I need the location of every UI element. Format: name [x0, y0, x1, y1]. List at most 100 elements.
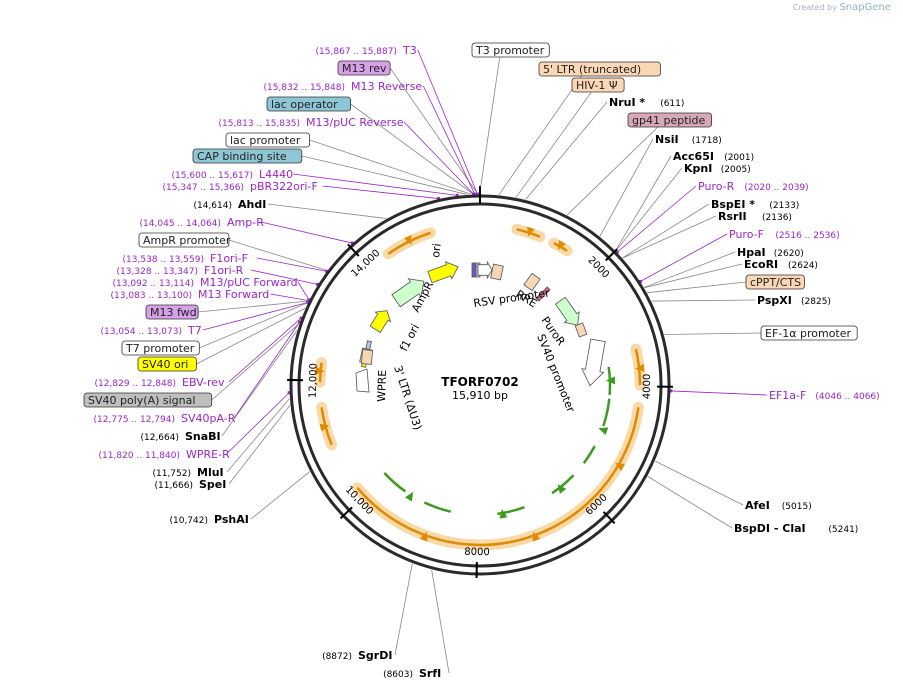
tick-2000: [605, 248, 618, 262]
label-name-bspdi-clai: BspDI - ClaI: [734, 522, 806, 535]
label-pos-kpni: (2005): [721, 165, 751, 175]
label-pos-nrui: (611): [660, 99, 684, 109]
label-name-gp41-peptide: gp41 peptide: [632, 114, 706, 127]
label-pos-mlui: (11,752): [152, 469, 191, 479]
tick-14000: [347, 243, 360, 257]
label-pos-nsii: (1718): [692, 136, 722, 146]
label-name-cap-binding-site: CAP binding site: [197, 150, 287, 163]
label-name-hiv1-psi: HIV-1 Ψ: [576, 79, 618, 92]
leader-sgrdi: [394, 563, 413, 656]
inner-label-3-ltr: 3' LTR (ΔU3): [391, 364, 424, 432]
leader-m13-rev: [389, 67, 479, 195]
leader-f1ori-f: [256, 257, 327, 272]
leader-cppt-cts: [647, 281, 747, 294]
label-m13-forward: M13 Forward(13,083 .. 13,100): [111, 288, 270, 301]
label-puro-f: Puro-F(2516 .. 2536): [729, 228, 840, 241]
leader-puro-f: [640, 233, 728, 282]
arrowhead-9: [605, 376, 616, 385]
label-name-nsii: NsiI: [655, 133, 679, 146]
label-name-sv40pa-r: SV40pA-R: [181, 412, 236, 425]
label-name-afei: AfeI: [745, 499, 770, 512]
leader-kpni: [615, 167, 683, 252]
tick-label-4000: 4000: [642, 374, 653, 400]
label-sv40-ori: SV40 ori: [137, 356, 197, 372]
label-pos-srfi: (8603): [383, 670, 413, 680]
label-ef1a-f: EF1a-F(4046 .. 4066): [769, 389, 880, 402]
leader-ebv-rev: [228, 317, 302, 383]
label-l4440: L4440(15,600 .. 15,617): [172, 168, 294, 181]
leader-m13-fwd: [198, 300, 309, 313]
label-box-cap-binding-site: [192, 148, 303, 164]
label-hpai: HpaI(2620): [737, 246, 804, 259]
f1-ori-arrow: [369, 310, 392, 334]
label-rsrii: RsrII(2136): [718, 210, 792, 223]
label-pos-pspxi: (2825): [801, 297, 831, 307]
leader-lac-operator: [350, 103, 474, 195]
leader-ahdi: [267, 203, 387, 219]
arrowhead-8: [404, 234, 412, 245]
leader-ef1a-promoter: [664, 332, 762, 335]
label-pos-spei: (11,666): [154, 481, 193, 491]
label-name-m13-reverse: M13 Reverse: [351, 80, 422, 93]
label-f1ori-r: F1ori-R(13,328 .. 13,347): [117, 264, 244, 277]
primer-mark-m13-puc-reverse: [472, 192, 476, 196]
label-t3-primer: T3(15,867 .. 15,887): [316, 44, 417, 57]
label-name-mlui: MluI: [197, 466, 224, 479]
label-box-gp41-peptide: [627, 112, 712, 128]
label-name-f1ori-r: F1ori-R: [204, 264, 244, 277]
leader-afei: [655, 460, 744, 506]
label-name-m13-fwd: M13 fwd: [150, 306, 197, 319]
leader-rsrii: [622, 215, 717, 259]
label-t7-primer: T7(13,054 .. 13,073): [101, 324, 202, 337]
label-name-hpai: HpaI: [737, 246, 766, 259]
leader-spei: [228, 404, 291, 485]
label-box-ef1a-promoter: [760, 325, 858, 341]
arrowhead-11: [557, 484, 567, 494]
label-leader-lines: [196, 49, 768, 674]
arrowhead-4: [532, 531, 541, 542]
cppt-box: [574, 322, 588, 338]
label-name-lac-promoter: lac promoter: [230, 134, 301, 147]
label-gp41-peptide: gp41 peptide: [627, 112, 712, 128]
primer-mark-puro-r: [615, 250, 619, 254]
label-hiv1-psi: HIV-1 Ψ: [571, 77, 625, 93]
leader-mlui: [226, 398, 290, 473]
label-box-cppt-cts: [745, 274, 805, 290]
label-pos-ecori: (2624): [788, 261, 818, 271]
label-name-m13-puc-reverse: M13/pUC Reverse: [306, 116, 404, 129]
label-ef1a-promoter: EF-1α promoter: [760, 325, 858, 341]
label-pos-t7-primer: (13,054 .. 13,073): [101, 327, 182, 337]
label-name-kpni: KpnI: [684, 162, 712, 175]
arrowhead-6: [319, 423, 330, 432]
inner-label-ori: ori: [429, 243, 444, 259]
label-pos-afei: (5015): [782, 502, 812, 512]
label-t7-promoter: T7 promoter: [121, 340, 200, 356]
label-ampr-promoter: AmpR promoter: [138, 232, 231, 248]
label-name-amp-r: Amp-R: [227, 216, 264, 229]
label-pos-sv40pa-r: (12,775 .. 12,794): [94, 415, 175, 425]
label-pshai: PshAI(10,742): [169, 513, 248, 526]
label-nsii: NsiI (1718): [655, 133, 722, 146]
label-name-l4440: L4440: [259, 168, 293, 181]
label-pos-wpre-r: (11,820 .. 11,840): [99, 451, 180, 461]
plasmid-name: TFORF0702: [441, 375, 518, 389]
label-box-hiv1-psi: [571, 77, 625, 93]
label-name-ecori: EcoRI: [744, 258, 778, 271]
leader-t7-promoter: [199, 302, 308, 349]
label-box-5-ltr: [538, 61, 661, 77]
label-ecori: EcoRI (2624): [744, 258, 818, 271]
label-pos-ef1a-f: (4046 .. 4066): [815, 392, 879, 402]
label-pos-rsrii: (2136): [762, 213, 792, 223]
leader-bspdi-clai: [647, 476, 733, 529]
label-5-ltr: 5' LTR (truncated): [538, 61, 661, 77]
label-pos-sgrdi: (8872): [322, 652, 352, 662]
label-bspei: BspEI *(2133): [711, 198, 799, 211]
label-box-ampr-promoter: [138, 232, 230, 248]
label-bspdi-clai: BspDI - ClaI(5241): [734, 522, 858, 535]
leader-ampr-promoter: [228, 239, 328, 271]
label-name-lac-operator: lac operator: [271, 98, 338, 111]
label-afei: AfeI (5015): [745, 499, 812, 512]
label-pos-puro-r: (2020 .. 2039): [744, 183, 808, 193]
leader-sv40-polya: [211, 323, 300, 401]
